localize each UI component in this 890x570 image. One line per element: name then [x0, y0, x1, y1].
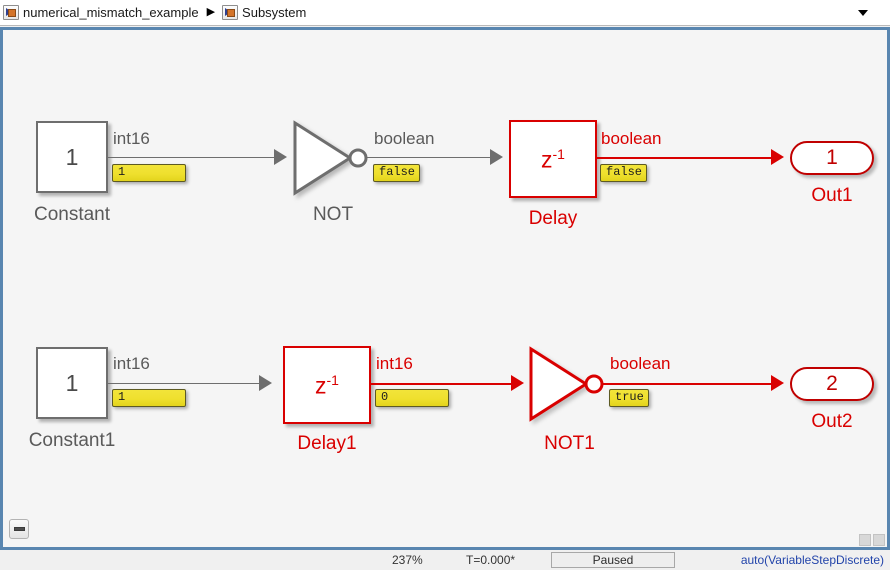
- arrow-not-to-delay: [490, 149, 503, 165]
- signal-label-constant-type: int16: [113, 129, 150, 148]
- arrow-not1-to-out2: [771, 375, 784, 391]
- block-constant1-label: Constant1: [28, 430, 116, 451]
- block-constant-label: Constant: [33, 204, 111, 225]
- block-outport-2-label: Out2: [811, 411, 853, 432]
- status-solver[interactable]: auto(VariableStepDiscrete): [740, 553, 884, 567]
- delay1-exponent: -1: [326, 371, 339, 388]
- collapse-minus-icon[interactable]: [9, 519, 29, 539]
- block-outport-2[interactable]: 2: [790, 367, 874, 401]
- block-outport-1[interactable]: 1: [790, 141, 874, 175]
- signal-value-badge-constant1: 1: [112, 389, 186, 407]
- breadcrumb-item-subsystem-label: Subsystem: [242, 5, 307, 20]
- chevron-down-icon[interactable]: [850, 0, 876, 26]
- delay1-base: z: [315, 372, 327, 399]
- signal-value-badge-constant: 1: [112, 164, 186, 182]
- signal-label-delay1-type: int16: [376, 354, 413, 373]
- diagram-canvas-frame: 1 Constant int16 1 NOT boolean false z-1: [0, 27, 890, 550]
- breadcrumb-item-model[interactable]: numerical_mismatch_example: [3, 0, 199, 25]
- block-constant[interactable]: 1: [36, 121, 108, 193]
- signal-value-badge-delay1: 0: [375, 389, 449, 407]
- diagram-canvas[interactable]: 1 Constant int16 1 NOT boolean false z-1: [3, 30, 887, 547]
- chevron-down-glyph: [858, 10, 868, 16]
- block-not1-label: NOT1: [544, 433, 595, 454]
- status-simulation-time: T=0.000*: [466, 553, 516, 567]
- breadcrumb-item-subsystem[interactable]: Subsystem: [222, 0, 306, 25]
- arrow-delay-to-out1: [771, 149, 784, 165]
- breadcrumb-separator-icon: ▶: [206, 6, 216, 18]
- simulink-model-icon: [3, 5, 19, 20]
- signal-label-constant1-type: int16: [113, 354, 150, 373]
- delay-base: z: [541, 146, 553, 173]
- wire-constant-to-not[interactable]: [108, 157, 280, 158]
- block-delay[interactable]: z-1: [509, 120, 597, 198]
- breadcrumb-item-model-label: numerical_mismatch_example: [23, 5, 199, 20]
- status-run-state-button[interactable]: Paused: [551, 552, 675, 568]
- block-delay-expression: z-1: [541, 147, 565, 172]
- block-delay1-label: Delay1: [297, 433, 357, 454]
- simulink-subsystem-icon: [222, 5, 239, 20]
- status-zoom-level: 237%: [392, 553, 423, 567]
- wire-not1-to-out2[interactable]: [602, 383, 775, 385]
- arrow-constant-to-not: [274, 149, 287, 165]
- block-delay1-expression: z-1: [315, 373, 339, 398]
- arrow-delay1-to-not1: [511, 375, 524, 391]
- signal-value-badge-delay: false: [600, 164, 648, 182]
- block-not-label: NOT: [312, 204, 354, 225]
- wire-constant1-to-delay1[interactable]: [108, 383, 264, 384]
- signal-value-badge-not1: true: [609, 389, 649, 407]
- breadcrumb: numerical_mismatch_example ▶ Subsystem: [0, 0, 890, 26]
- block-outport-2-number: 2: [826, 372, 838, 395]
- block-outport-1-number: 1: [826, 146, 838, 169]
- block-delay-label: Delay: [528, 208, 578, 229]
- scrollbar-segment: [859, 534, 871, 546]
- wire-delay-to-out1[interactable]: [597, 157, 775, 159]
- horizontal-scrollbar[interactable]: [859, 534, 885, 546]
- collapse-minus-glyph: [13, 527, 25, 531]
- status-bar: 237% T=0.000* Paused auto(VariableStepDi…: [0, 550, 890, 570]
- delay-exponent: -1: [552, 145, 565, 162]
- scrollbar-segment: [873, 534, 885, 546]
- block-constant1-value: 1: [65, 369, 79, 396]
- block-outport-1-label: Out1: [811, 185, 853, 206]
- block-delay1[interactable]: z-1: [283, 346, 371, 424]
- wire-delay1-to-not1[interactable]: [371, 383, 514, 385]
- wire-not-to-delay[interactable]: [366, 157, 493, 158]
- block-constant1[interactable]: 1: [36, 347, 108, 419]
- signal-label-not-type: boolean: [374, 129, 435, 148]
- signal-value-badge-not: false: [373, 164, 421, 182]
- block-constant-value: 1: [65, 143, 79, 170]
- arrow-constant1-to-delay1: [259, 375, 272, 391]
- signal-label-delay-type: boolean: [601, 129, 662, 148]
- signal-label-not1-type: boolean: [610, 354, 671, 373]
